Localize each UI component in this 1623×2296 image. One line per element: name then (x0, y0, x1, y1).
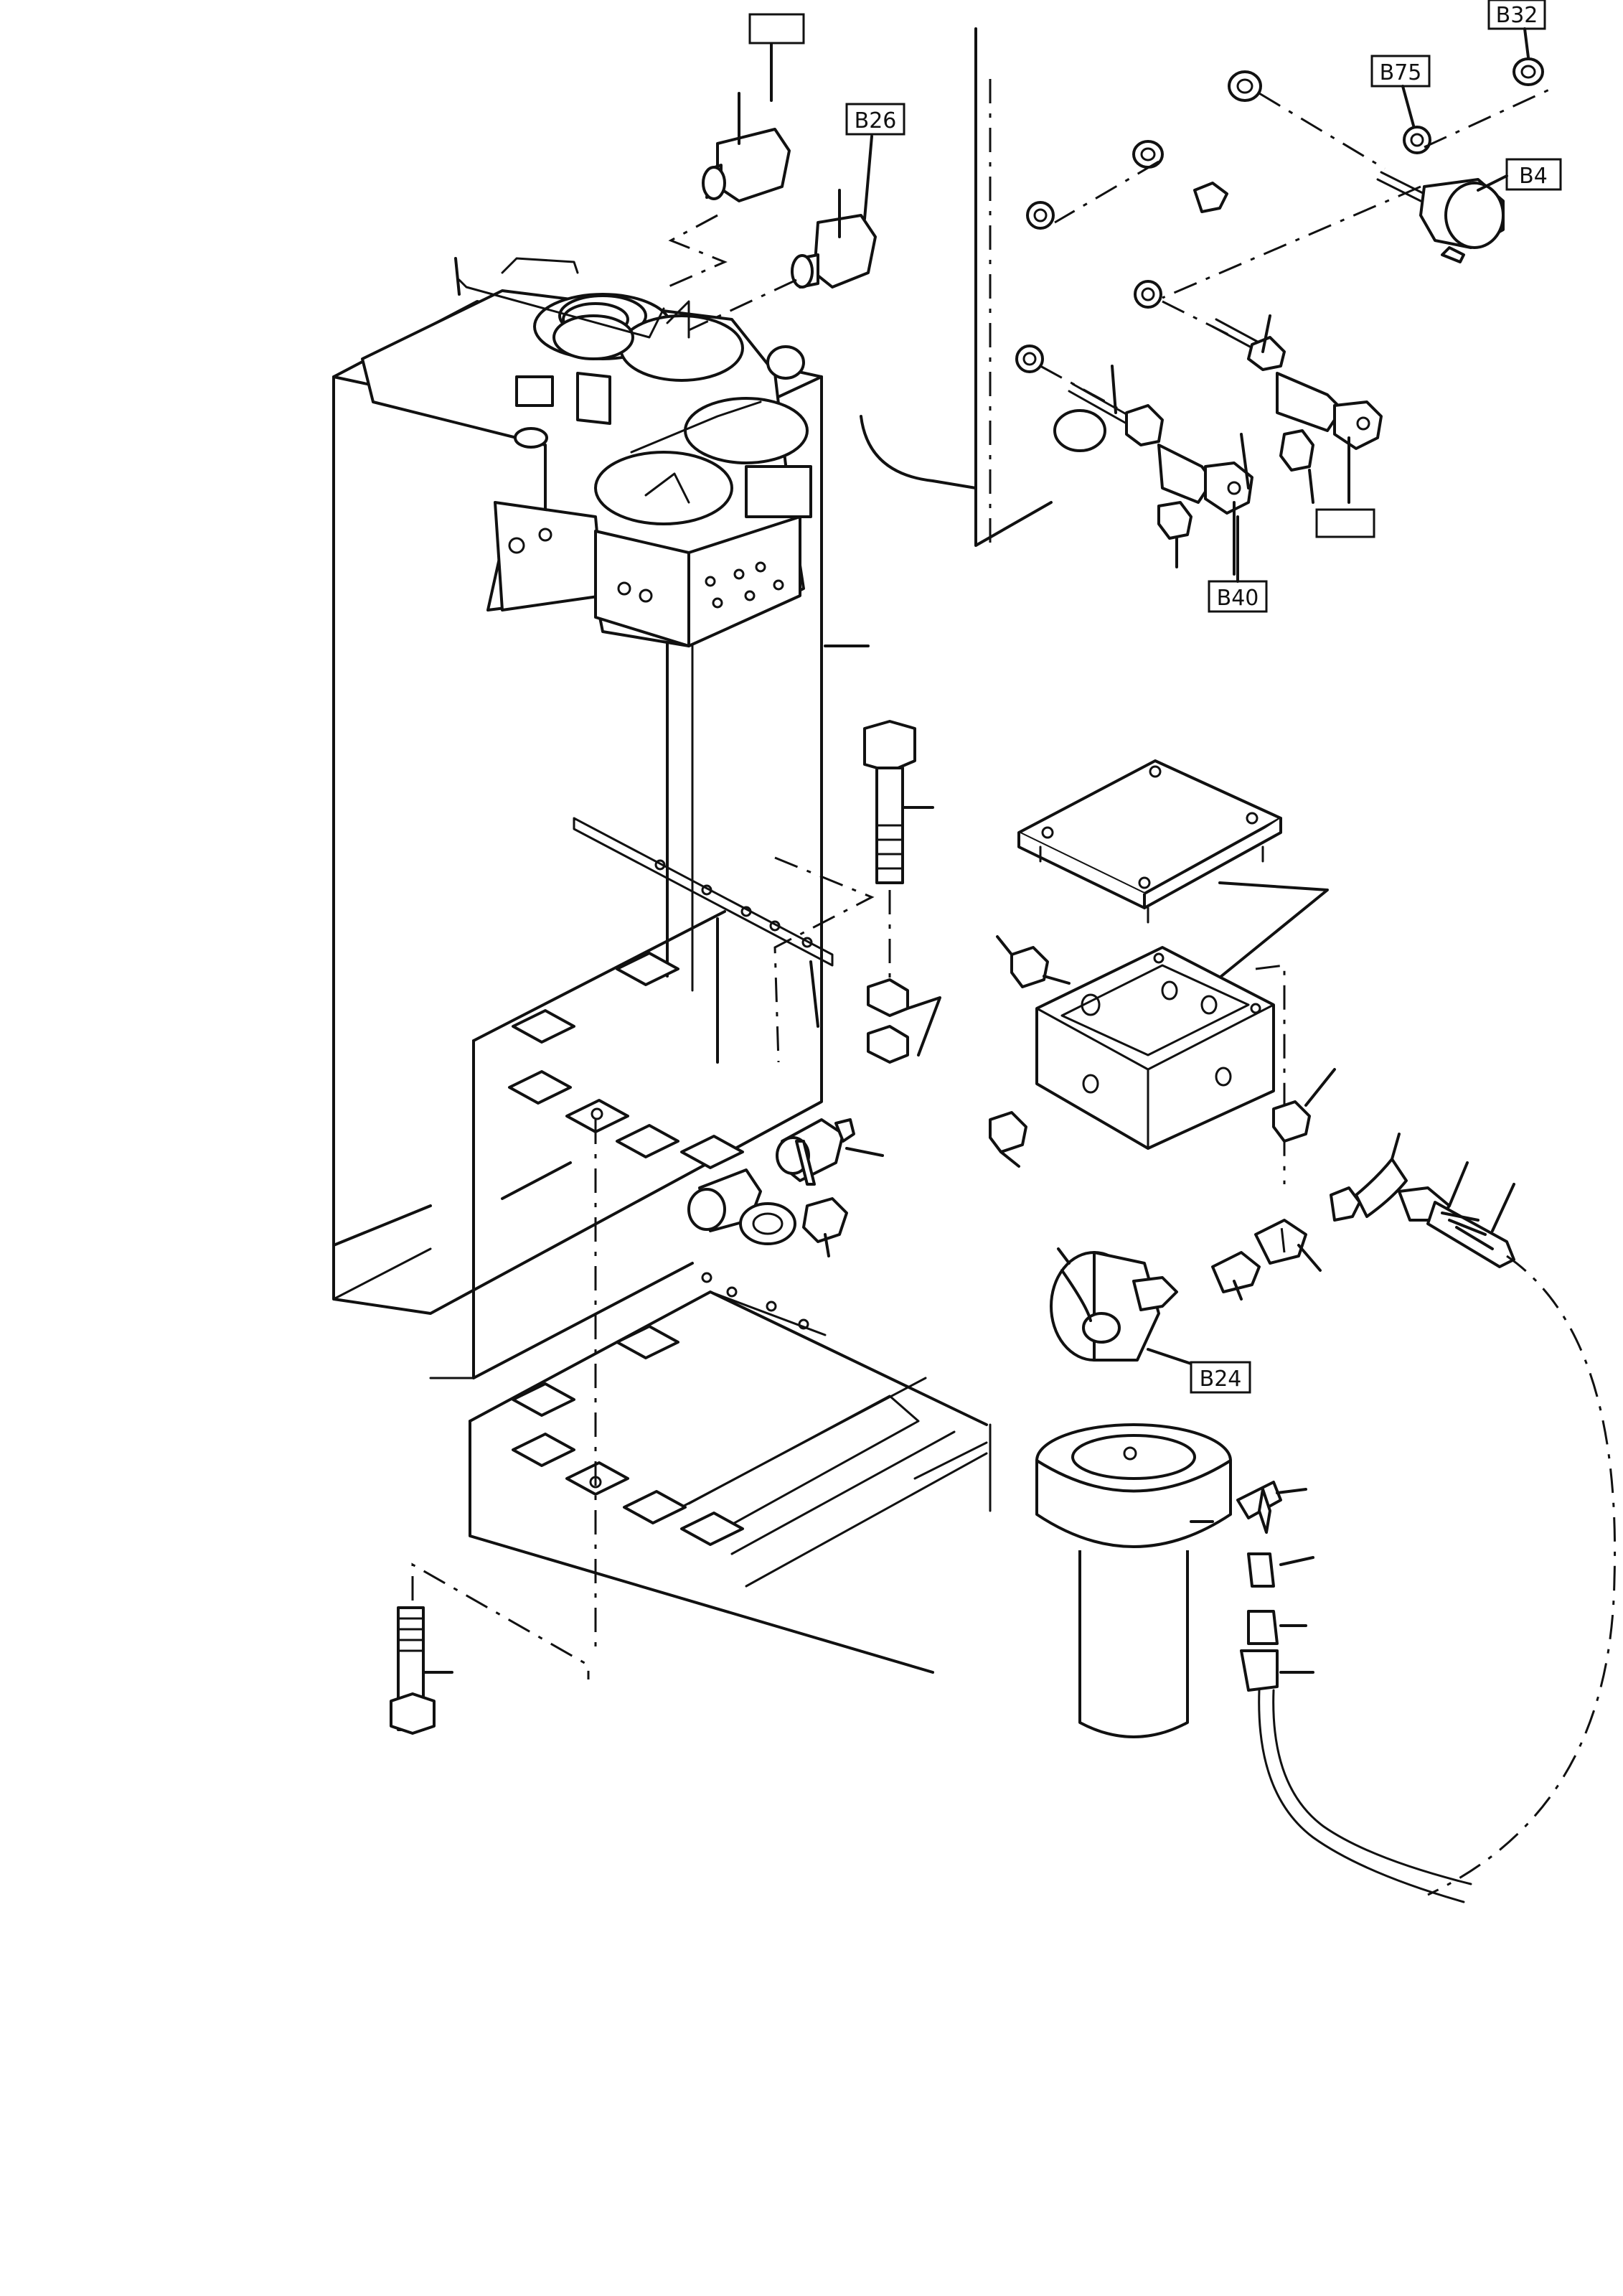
mounting-plate (470, 1273, 990, 1672)
svg-text:B40: B40 (1217, 586, 1259, 611)
label-b4: B4 (1507, 159, 1561, 189)
junction-box-body (1037, 947, 1284, 1184)
svg-text:B32: B32 (1496, 3, 1538, 28)
junction-box-lid (1019, 761, 1327, 983)
hose-fittings-upper (1213, 1134, 1514, 1299)
junction-box-glands (990, 937, 1335, 1166)
svg-text:B4: B4 (1519, 164, 1548, 189)
hydraulic-cylinder (1037, 1425, 1231, 1737)
svg-text:B26: B26 (855, 108, 897, 133)
sensor-cluster (1017, 59, 1557, 574)
label-b26: B26 (847, 104, 904, 134)
mounting-bracket (861, 29, 1051, 545)
valve-block (362, 258, 811, 646)
label-b32: B32 (1489, 0, 1545, 29)
label-b40: B40 (1209, 581, 1266, 612)
pressure-switch-top (703, 29, 789, 201)
hex-bolt-bottom (391, 1565, 588, 1733)
hose-fittings-lower (1238, 1482, 1471, 1902)
adjusting-knob-b24 (1051, 1249, 1191, 1364)
label-blank-right (1317, 510, 1374, 537)
label-b75: B75 (1372, 56, 1429, 86)
cable-glands (689, 1120, 883, 1256)
label-blank-top (750, 14, 804, 43)
svg-text:B24: B24 (1200, 1367, 1242, 1392)
nut-pair (868, 980, 940, 1062)
hex-bolt-long (865, 721, 933, 983)
label-b24: B24 (1191, 1362, 1250, 1392)
svg-text:B75: B75 (1380, 60, 1422, 85)
pressure-switch-b26 (792, 136, 875, 287)
